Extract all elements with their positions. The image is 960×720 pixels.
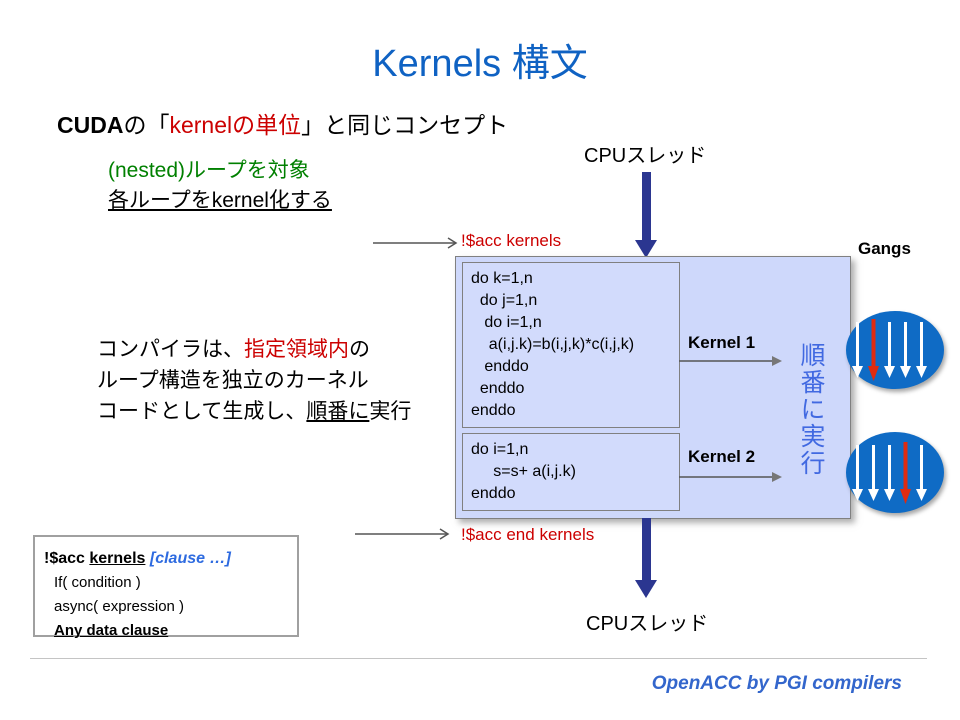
subtitle: CUDAの「kernelの単位」と同じコンセプト [57, 106, 508, 140]
code-block-kernel1: do k=1,n do j=1,n do i=1,n a(i,j.k)=b(i,… [462, 262, 680, 428]
page-title: Kernels 構文 [372, 43, 588, 85]
code-block-kernel2: do i=1,n s=s+ a(i,j.k) enddo [462, 433, 680, 511]
gang-ellipse-1 [846, 311, 944, 389]
gang-thread-arrow [868, 444, 879, 501]
footer-divider [30, 658, 927, 659]
cpu-flow-arrow-top-head [635, 240, 657, 258]
clause-box-bang: !$acc [44, 550, 90, 567]
cpu-thread-label-top: CPUスレッド [584, 145, 707, 167]
acc-kernels-directive: !$acc kernels [461, 231, 562, 250]
note-nested-loops: (nested)ループを対象 [108, 159, 310, 182]
note-kernelize-loops: 各ループをkernel化する [108, 189, 332, 212]
gang-thread-arrow [916, 444, 927, 501]
kernel2-arrow [679, 472, 782, 482]
cpu-flow-arrow-bottom-shaft [642, 518, 651, 580]
gang-thread-arrow-red [868, 319, 879, 381]
compiler-note-line3: コードとして生成し、順番に実行 [97, 396, 411, 427]
cpu-thread-label-bottom: CPUスレッド [586, 613, 709, 635]
clause-box-async-option: async( expression ) [54, 598, 185, 615]
gang-ellipse-2 [846, 432, 944, 513]
subtitle-bracket-close: 」と同じコンセプト [301, 112, 509, 138]
gangs-label: Gangs [858, 239, 911, 258]
gang-thread-arrow [884, 444, 895, 501]
gang-thread-arrow [900, 322, 911, 378]
kernel2-label: Kernel 2 [688, 447, 756, 466]
clause-box-keyword: kernels [89, 550, 146, 567]
footer-credit: OpenACC by PGI compilers [651, 673, 902, 694]
kernel1-arrow [679, 356, 782, 366]
gang-thread-arrow-red [900, 441, 911, 504]
compiler-note-line2: ループ構造を独立のカーネル [97, 369, 369, 392]
compiler-note-line1-post: の [349, 338, 370, 361]
subtitle-kernel-unit: kernelの単位 [169, 112, 302, 138]
compiler-note-line3-post: 実行 [369, 400, 412, 423]
compiler-note-line1-pre: コンパイラは、 [97, 338, 244, 361]
clause-syntax-box: !$acc kernels [clause …] If( condition )… [33, 535, 299, 639]
gang-ellipse-1-arrows [846, 318, 928, 382]
clause-box-directive-line: !$acc kernels [clause …] [44, 547, 292, 571]
cpu-flow-arrow-bottom-head [635, 580, 657, 598]
compiler-note: コンパイラは、指定領域内の ループ構造を独立のカーネル コードとして生成し、順番… [97, 334, 411, 427]
clause-box-data-clause-option: Any data clause [54, 622, 169, 639]
gang-ellipse-2-arrows [846, 441, 928, 505]
kernel1-label: Kernel 1 [688, 333, 756, 352]
gang-thread-arrow [884, 322, 895, 378]
subtitle-bracket-open: の「 [123, 112, 170, 138]
compiler-note-line1-highlight: 指定領域内 [244, 338, 349, 361]
gang-thread-arrow [916, 322, 927, 378]
compiler-note-line3-pre: コードとして生成し、 [97, 400, 307, 423]
pointer-arrow-to-end-kernels-directive [355, 528, 450, 540]
compiler-note-line3-underline: 順番に [306, 400, 370, 423]
cpu-flow-arrow-top-shaft [642, 172, 651, 240]
compiler-note-line1: コンパイラは、指定領域内の [97, 334, 411, 365]
pointer-arrow-to-kernels-directive [373, 237, 458, 249]
clause-box-clause: [clause …] [145, 550, 231, 567]
sequential-execution-label: 順番に実行 [797, 342, 825, 477]
gang-thread-arrow [852, 322, 863, 378]
gang-thread-arrow [852, 444, 863, 501]
clause-box-if-option: If( condition ) [54, 574, 141, 591]
subtitle-cuda: CUDA [57, 112, 124, 138]
acc-end-kernels-directive: !$acc end kernels [461, 525, 595, 544]
